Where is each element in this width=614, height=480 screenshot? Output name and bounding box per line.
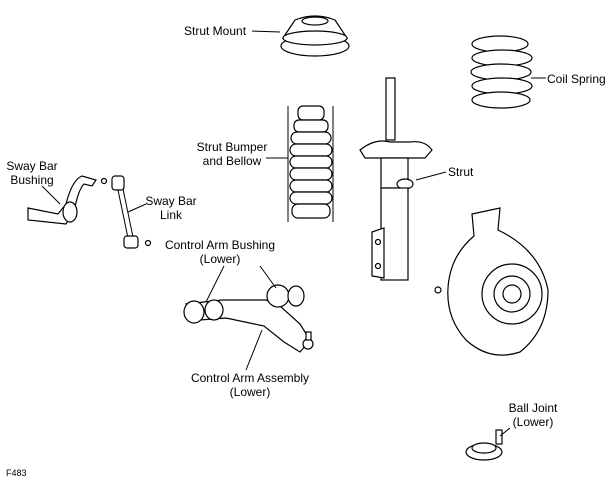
label-control-arm-bushing-line2: (Lower)	[199, 252, 241, 266]
strut-mount-part	[280, 15, 350, 57]
label-strut: Strut	[448, 165, 474, 179]
ball-joint-leader	[499, 427, 511, 437]
label-control-arm-assembly-line1: Control Arm Assembly	[190, 371, 310, 385]
label-sway-bar-link-line1: Sway Bar	[145, 194, 197, 208]
label-sway-bar-link: Sway Bar Link	[142, 194, 200, 222]
strut-bumper-part	[287, 105, 334, 222]
control-arm-bushing-leader-2	[259, 265, 277, 289]
control-arm-bushing-leader-1	[205, 265, 225, 303]
label-strut-bumper-line1: Strut Bumper	[196, 140, 268, 154]
label-control-arm-assembly-line2: (Lower)	[229, 385, 271, 399]
label-control-arm-assembly: Control Arm Assembly (Lower)	[186, 371, 314, 399]
label-strut-bumper-line2: and Bellow	[202, 154, 262, 168]
strut-leader	[415, 171, 447, 181]
label-strut-mount: Strut Mount	[184, 24, 247, 38]
sway-bar-link-leader	[127, 203, 147, 213]
label-sway-bar-bushing: Sway Bar Bushing	[4, 159, 60, 187]
label-sway-bar-link-line2: Link	[159, 208, 182, 222]
strut-part	[359, 77, 433, 281]
label-ball-joint: Ball Joint (Lower)	[500, 401, 566, 429]
control-arm-part	[183, 284, 314, 353]
label-sway-bar-bushing-line2: Bushing	[10, 173, 54, 187]
control-arm-assembly-leader	[245, 329, 263, 371]
label-coil-spring: Coil Spring	[547, 72, 606, 86]
label-strut-bumper: Strut Bumper and Bellow	[196, 140, 268, 168]
knuckle-hub-part	[434, 207, 549, 356]
sway-bar-part	[27, 175, 152, 249]
label-control-arm-bushing-line1: Control Arm Bushing	[164, 238, 276, 252]
ball-joint-part	[465, 429, 503, 461]
label-ball-joint-line1: Ball Joint	[508, 401, 558, 415]
label-ball-joint-line2: (Lower)	[512, 415, 554, 429]
sway-bar-bushing-leader	[41, 185, 61, 205]
label-sway-bar-bushing-line1: Sway Bar	[6, 159, 58, 173]
figure-id: F483	[6, 468, 27, 478]
coil-spring-part	[470, 35, 533, 109]
strut-mount-leader	[251, 30, 281, 33]
label-control-arm-bushing: Control Arm Bushing (Lower)	[160, 238, 280, 266]
